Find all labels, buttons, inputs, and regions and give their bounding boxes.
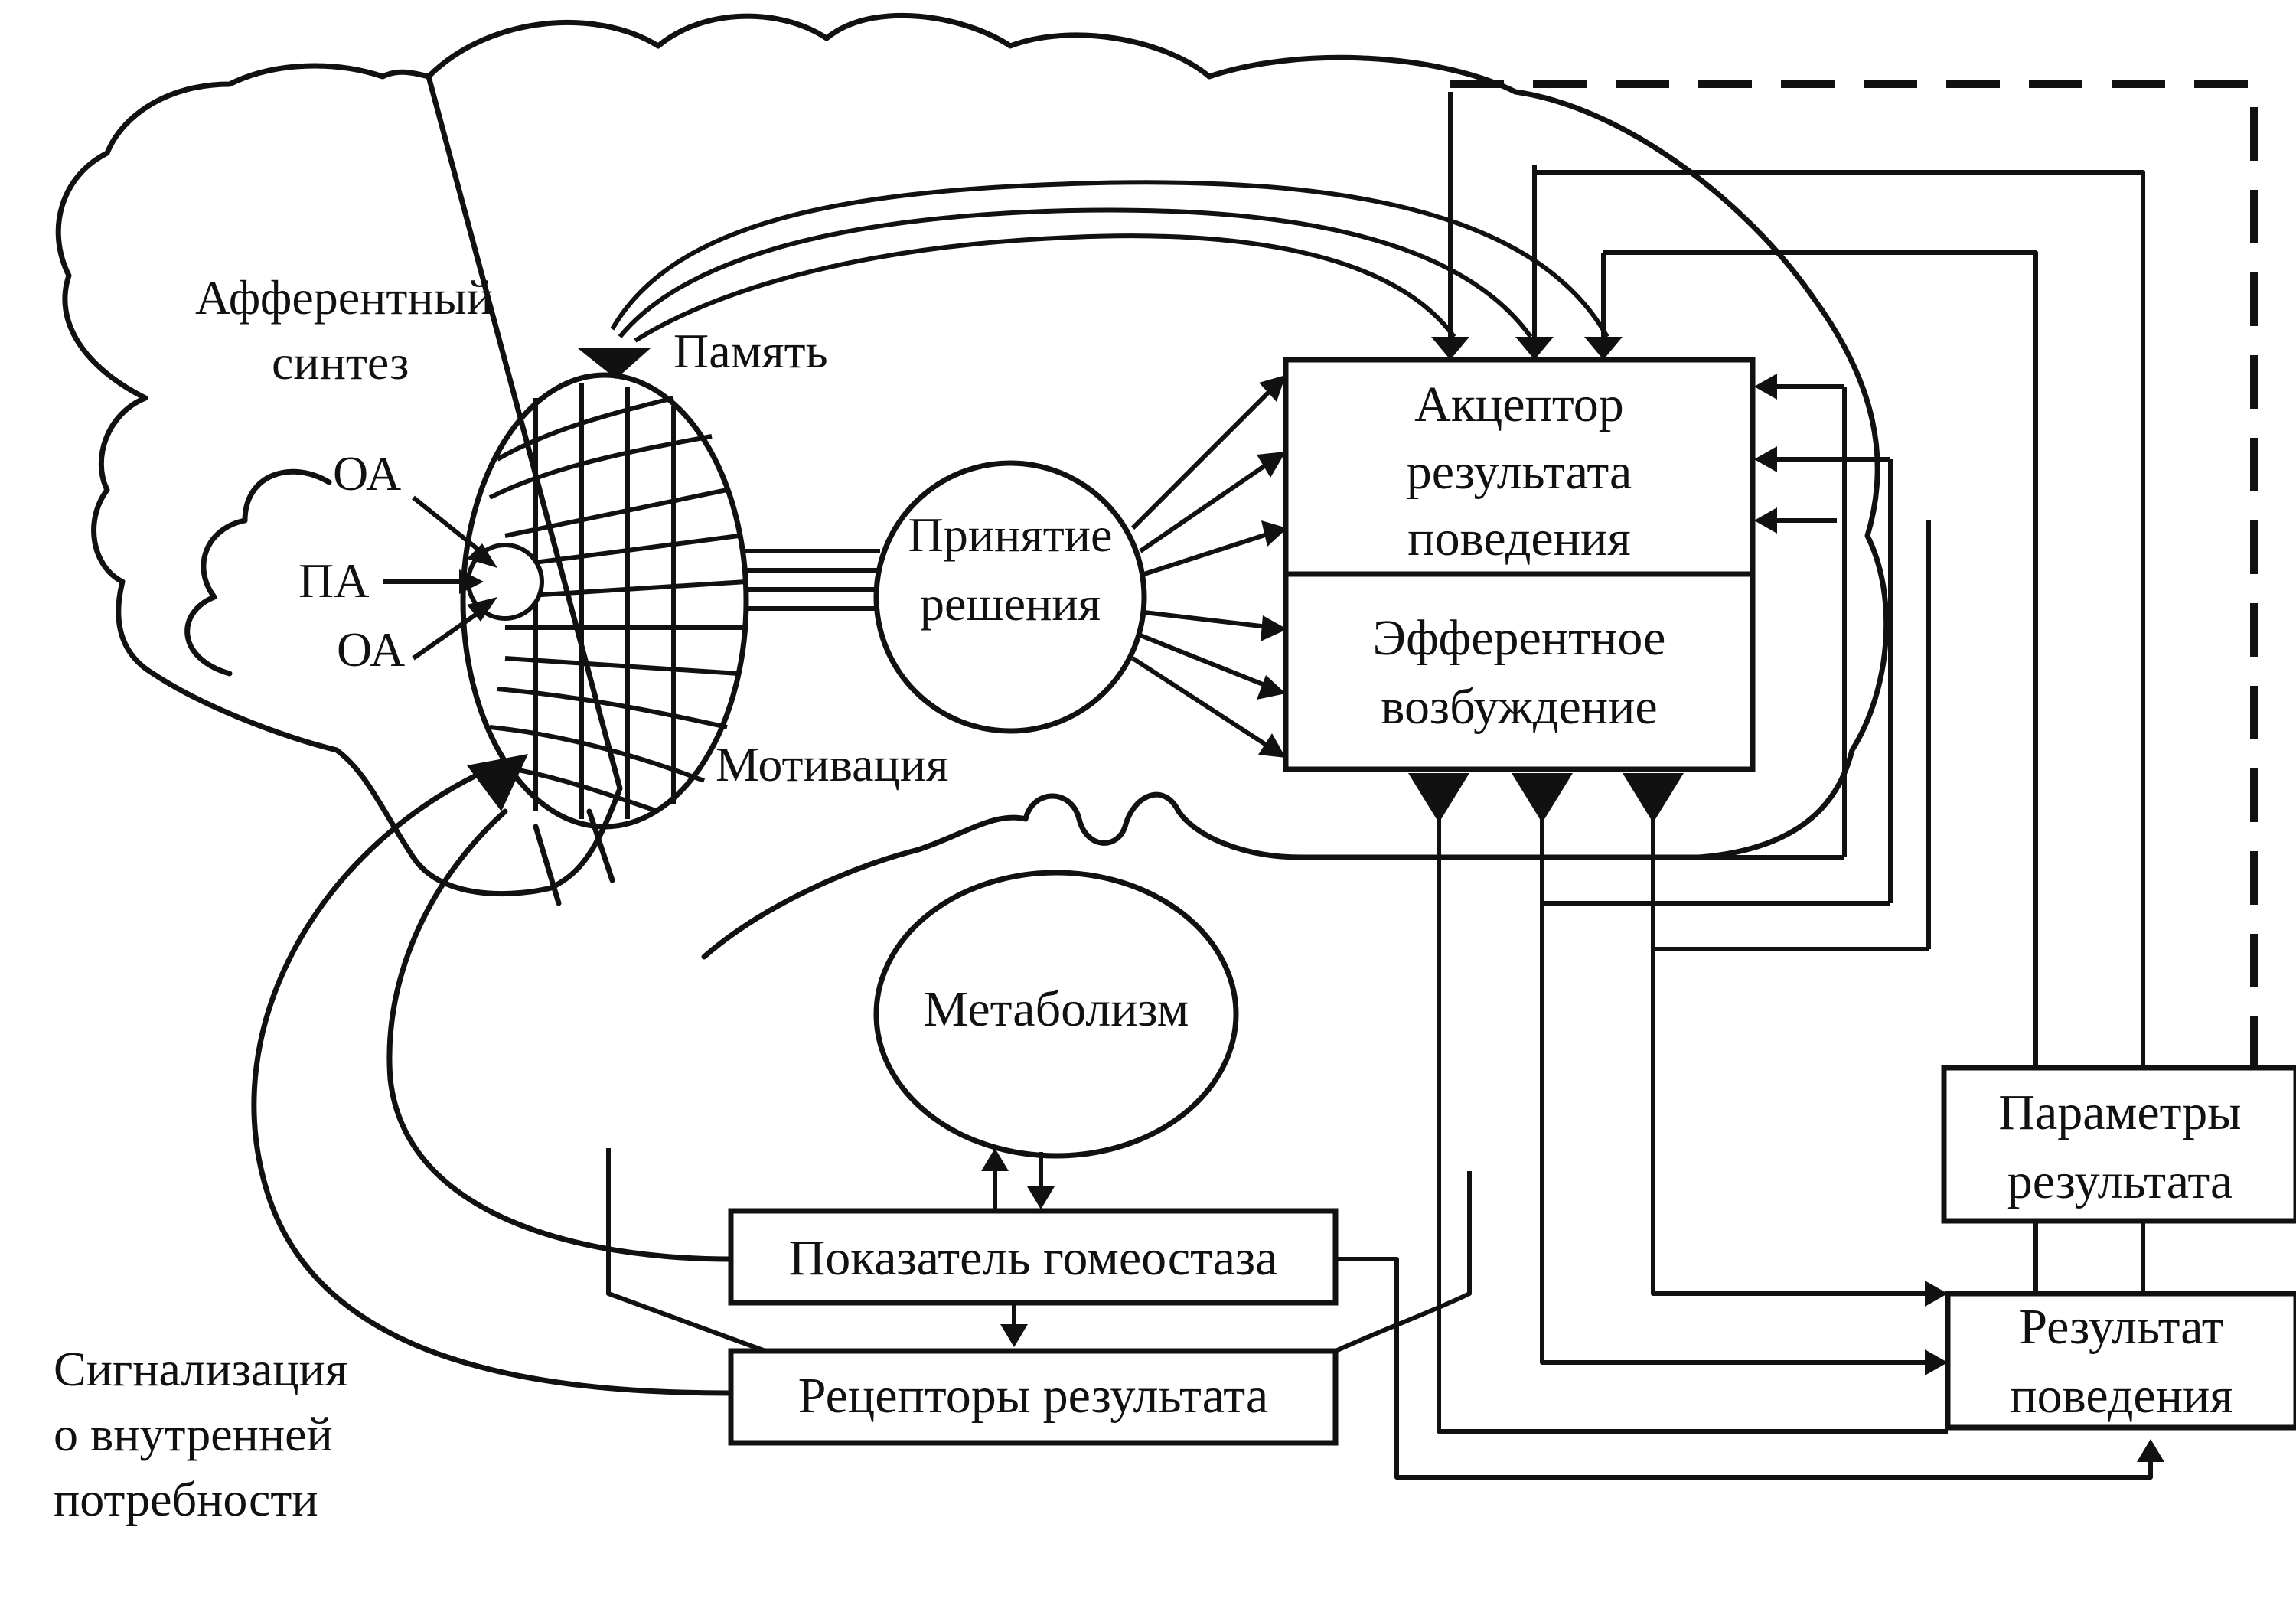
- efferent-out-mid-head: [1925, 1349, 1948, 1375]
- metabolism-down-head: [1027, 1186, 1055, 1209]
- internal-need-signal-outer: [251, 762, 734, 1396]
- result-box: [1945, 1291, 2296, 1431]
- efferent-output-triangle-3: [1623, 773, 1684, 823]
- pa-arrowhead: [459, 569, 484, 594]
- homeostasis-right-line: [1336, 1257, 2153, 1480]
- oa-top-label: ОА: [333, 446, 401, 501]
- receptors-right-line: [1334, 1171, 1472, 1353]
- oa-top-arrowhead: [467, 543, 497, 568]
- result-label-1: Результат: [2019, 1299, 2223, 1355]
- signal-label-2: о внутренней: [54, 1407, 333, 1461]
- acceptor-label-3: поведения: [1407, 511, 1630, 566]
- memory-arc-2: [618, 207, 1533, 338]
- afferent-synthesis-label-2: синтез: [272, 335, 409, 390]
- homeostasis-box: [728, 1208, 1339, 1306]
- synthesis-to-decision-lines: [742, 549, 880, 611]
- afferent-synthesis-ellipse: [460, 372, 749, 830]
- homeostasis-right-head: [2137, 1439, 2164, 1462]
- pa-label: ПА: [298, 553, 369, 608]
- result-params-label-1: Параметры: [1998, 1085, 2241, 1140]
- oa-bottom-label: ОА: [337, 622, 405, 677]
- brain-notch: [533, 808, 615, 906]
- result-label-2: поведения: [2010, 1368, 2232, 1424]
- efferent-box: [1283, 571, 1756, 772]
- efferent-label-2: возбуждение: [1381, 679, 1657, 735]
- decision-label-2: решения: [920, 576, 1101, 631]
- result-to-params-lines: [2033, 1221, 2145, 1294]
- efferent-output-triangle-2: [1512, 773, 1573, 823]
- metabolism-label: Метаболизм: [924, 981, 1189, 1037]
- brain-outline: [55, 12, 1890, 960]
- result-params-box: [1941, 1065, 2296, 1224]
- acceptor-box: [1283, 357, 1756, 577]
- signal-label-3: потребности: [54, 1472, 318, 1526]
- efferent-label-1: Эфферентное: [1373, 610, 1666, 666]
- feedback-loop-outer: [1532, 165, 2145, 1068]
- internal-need-arrowhead: [467, 754, 528, 811]
- result-params-label-2: результата: [2007, 1154, 2233, 1209]
- decision-circle: [873, 460, 1147, 734]
- acceptor-top-inputs: [1431, 165, 1623, 360]
- decision-fan-arrows: [1130, 375, 1287, 758]
- receptors-box: [728, 1348, 1339, 1446]
- homeostasis-to-receptors-head: [1000, 1324, 1028, 1347]
- efferent-out-right-head: [1925, 1281, 1948, 1307]
- acceptor-label-2: результата: [1407, 444, 1632, 500]
- acceptor-right-inputs: [1754, 374, 1890, 534]
- signal-label-1: Сигнализация: [54, 1342, 347, 1396]
- efferent-out-right: [1651, 819, 1932, 1296]
- afferent-synthesis-label-1: Афферентный: [195, 270, 493, 325]
- memory-arc-3: [634, 233, 1456, 343]
- acceptor-label-1: Акцептор: [1414, 377, 1624, 432]
- efferent-out-left: [1437, 819, 1948, 1434]
- receptors-left-line: [606, 1148, 767, 1353]
- motivation-label: Мотивация: [716, 737, 948, 791]
- receptors-label: Рецепторы результата: [798, 1368, 1268, 1424]
- decision-label-1: Принятие: [908, 507, 1113, 562]
- homeostasis-label: Показатель гомеостаза: [789, 1230, 1278, 1286]
- internal-need-signal-inner: [386, 808, 734, 1262]
- efferent-out-mid: [1540, 819, 1932, 1365]
- oa-bottom-arrowhead: [467, 597, 497, 622]
- memory-arrowhead: [578, 348, 651, 379]
- memory-label: Память: [673, 324, 828, 378]
- dashed-feedback-frame: [1450, 80, 2258, 1072]
- feedback-loop-inner: [1603, 250, 2038, 1068]
- memory-arc-1: [610, 180, 1609, 338]
- efferent-output-triangle-1: [1408, 773, 1469, 823]
- metabolism-ellipse: [873, 870, 1239, 1159]
- metabolism-up-head: [981, 1148, 1009, 1171]
- brain-lobe: [184, 468, 332, 677]
